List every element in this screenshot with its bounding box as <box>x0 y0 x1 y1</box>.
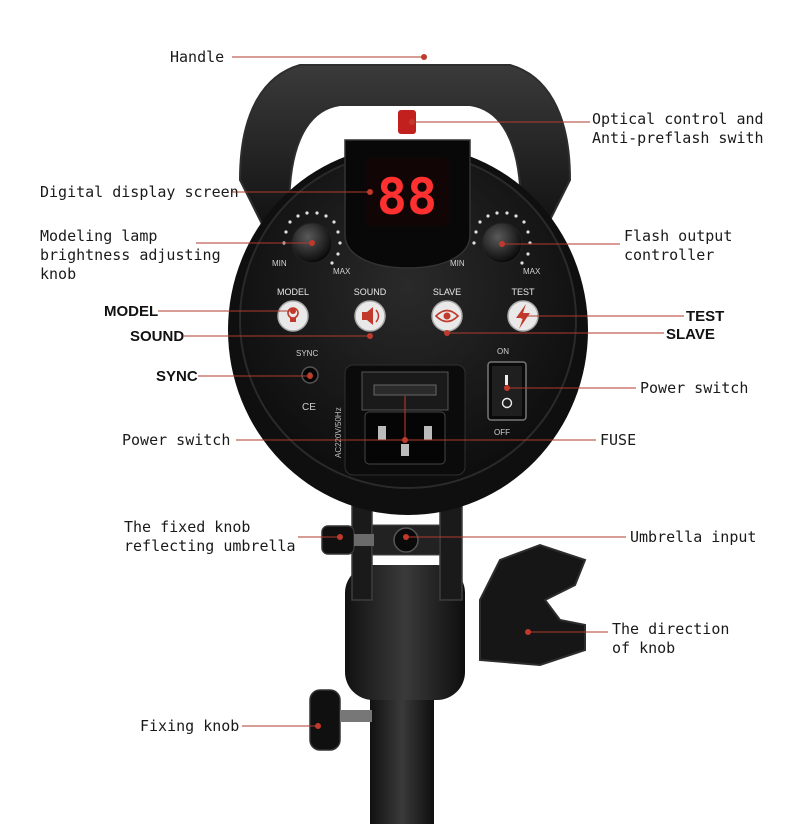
knob-left-max: MAX <box>333 267 351 276</box>
callout-sound: SOUND <box>130 328 184 345</box>
callout-modeling-lamp-3: knob <box>40 265 76 283</box>
leader-flash-output-dot <box>499 241 505 247</box>
model-button[interactable]: MODEL <box>277 287 309 332</box>
leader-umbrella-input-dot <box>403 534 409 540</box>
direction-lever <box>479 543 587 667</box>
leader-lines <box>158 54 684 729</box>
inlet-pin-ground <box>401 444 409 456</box>
leader-handle-dot <box>421 54 427 60</box>
speaker-icon <box>362 307 380 325</box>
callout-power-switch-left: Power switch <box>122 431 230 449</box>
callout-modeling-lamp-1: Modeling lamp <box>40 227 157 245</box>
callout-flash-output-1: Flash output <box>624 227 732 245</box>
power-on-label: ON <box>497 347 509 356</box>
callout-direction-knob-2: of knob <box>612 639 675 657</box>
rocker-off-mark <box>501 397 513 409</box>
knob-right-min: MIN <box>450 259 465 268</box>
eye-icon <box>434 309 460 323</box>
callout-fixing-knob: Fixing knob <box>140 717 239 735</box>
callout-optical-1: Optical control and <box>592 110 764 128</box>
inlet-pin-right <box>424 426 432 440</box>
umbrella-screw <box>354 534 374 546</box>
callout-model: MODEL <box>104 303 158 320</box>
callout-fixed-knob-2: reflecting umbrella <box>124 537 296 555</box>
callout-labels: Handle Optical control and Anti-preflash… <box>40 48 764 735</box>
leader-modeling-lamp-dot <box>309 240 315 246</box>
optical-sensor <box>398 110 416 134</box>
callout-umbrella-input: Umbrella input <box>630 528 756 546</box>
power-off-label: OFF <box>494 428 510 437</box>
knob-left-scale <box>282 211 342 265</box>
leader-fixing-knob-dot <box>315 723 321 729</box>
test-button-label: TEST <box>511 287 535 297</box>
callout-optical-2: Anti-preflash swith <box>592 129 764 147</box>
stand-assembly <box>309 499 587 824</box>
fuse-slot <box>373 384 437 396</box>
callout-slave: SLAVE <box>666 326 715 343</box>
model-button-face[interactable] <box>277 300 309 332</box>
callout-power-switch-right: Power switch <box>640 379 748 397</box>
leader-slave-dot <box>444 330 450 336</box>
sound-button[interactable]: SOUND <box>354 287 387 332</box>
test-button[interactable]: TEST <box>507 287 539 332</box>
leader-fixed-knob-dot <box>337 534 343 540</box>
callout-sync: SYNC <box>156 368 198 385</box>
tilt-head <box>345 565 465 700</box>
sound-button-label: SOUND <box>354 287 387 297</box>
inlet-pin-left <box>378 426 386 440</box>
rocker-on-mark <box>505 375 508 385</box>
knob-right-max: MAX <box>523 267 541 276</box>
bracket-right <box>439 499 463 601</box>
callout-flash-output-2: controller <box>624 246 714 264</box>
leader-direction-knob-dot <box>525 629 531 635</box>
callout-digital-display: Digital display screen <box>40 183 239 201</box>
slave-button[interactable]: SLAVE <box>431 287 463 332</box>
sync-label: SYNC <box>296 349 318 358</box>
model-button-label: MODEL <box>277 287 309 297</box>
leader-model-dot <box>290 308 296 314</box>
fixing-knob <box>309 689 341 751</box>
callout-fixed-knob-1: The fixed knob <box>124 518 250 536</box>
leader-sync-dot <box>307 373 313 379</box>
slave-button-label: SLAVE <box>433 287 461 297</box>
display-digits: 88 <box>377 168 437 226</box>
leader-display-dot <box>367 189 373 195</box>
callout-direction-knob-1: The direction <box>612 620 729 638</box>
leader-power-switch-right-dot <box>504 385 510 391</box>
bracket-left <box>351 499 373 601</box>
knob-left-min: MIN <box>272 259 287 268</box>
stand-pole <box>370 690 434 824</box>
leader-test-dot <box>520 313 526 319</box>
fixing-screw <box>340 710 372 722</box>
leader-optical-dot <box>409 119 415 125</box>
callout-modeling-lamp-2: brightness adjusting <box>40 246 221 264</box>
flash-body: 88 MIN MAX MIN MAX <box>228 139 588 515</box>
umbrella-fixed-knob <box>321 525 355 555</box>
ce-mark: CE <box>302 402 316 413</box>
button-row: MODEL SOUND SLAVE <box>277 287 539 332</box>
callout-test: TEST <box>686 308 724 325</box>
leader-sound-dot <box>367 333 373 339</box>
callout-fuse: FUSE <box>600 431 636 449</box>
display-screen <box>365 158 450 226</box>
power-rating: AC220V/50Hz <box>334 407 343 458</box>
callout-handle: Handle <box>170 48 224 66</box>
